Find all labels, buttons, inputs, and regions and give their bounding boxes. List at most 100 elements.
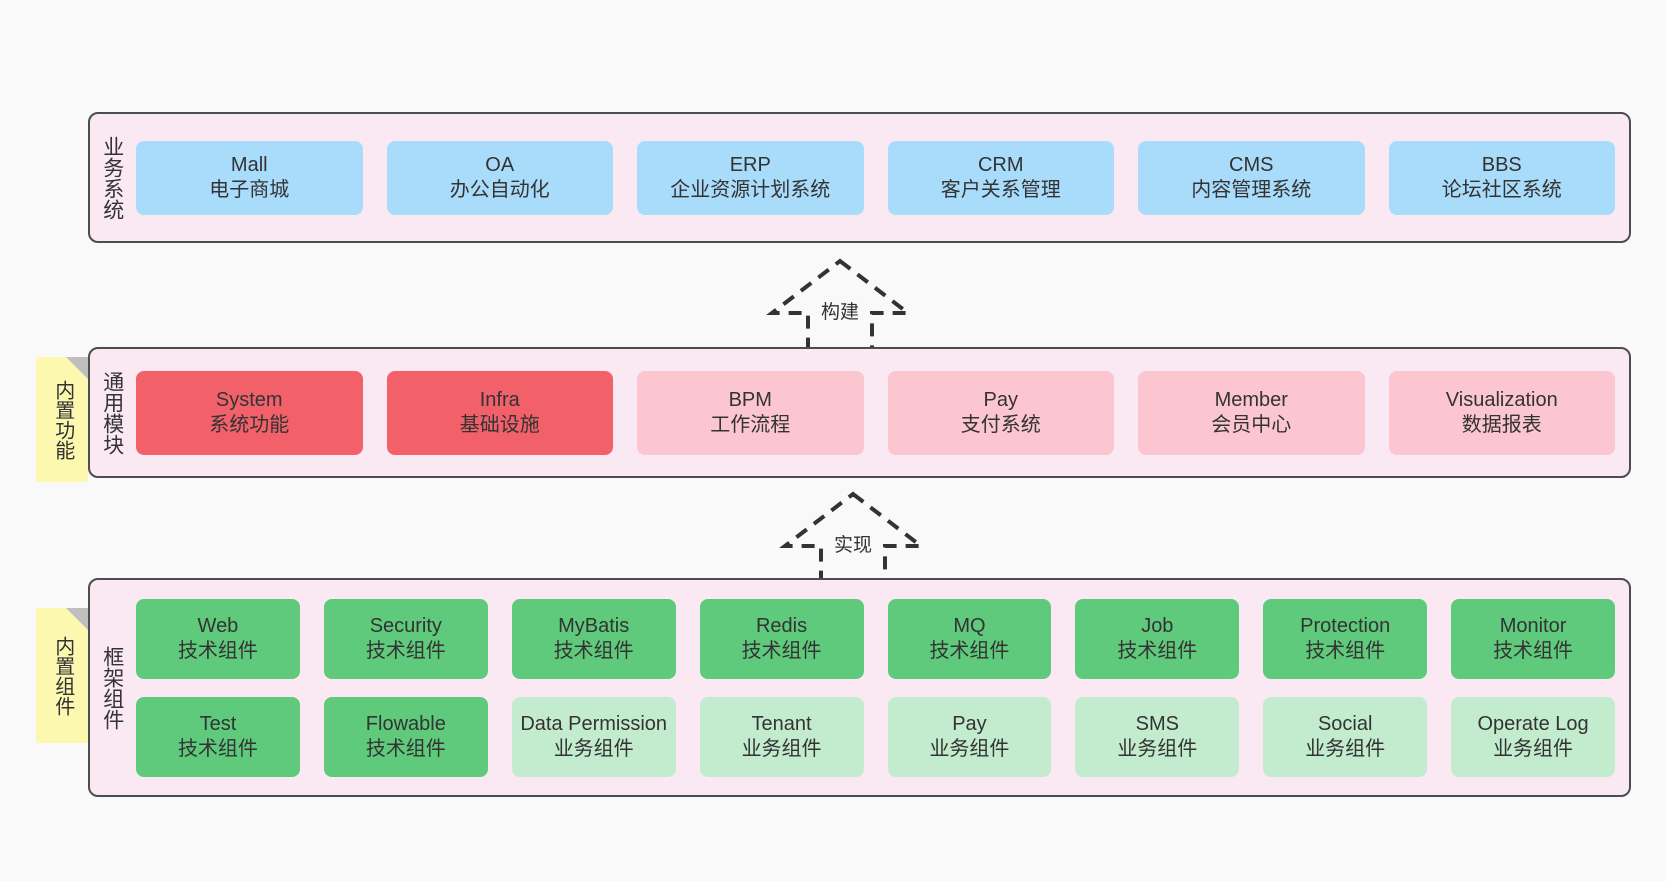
page-fold-icon xyxy=(66,608,88,630)
node-pay[interactable]: Pay 支付系统 xyxy=(887,370,1114,455)
node-infra[interactable]: Infra 基础设施 xyxy=(386,370,613,455)
node-title-en: OA xyxy=(485,154,515,177)
layer-common-cells: System 系统功能 Infra 基础设施 BPM 工作流程 Pay 支付系统… xyxy=(134,349,1629,476)
cell-row: Web 技术组件 Security 技术组件 MyBatis 技术组件 Redi… xyxy=(136,598,1615,679)
note-builtin-component-label: 内置组件 xyxy=(51,635,74,716)
cell-row: Test 技术组件 Flowable 技术组件 Data Permission … xyxy=(136,696,1615,777)
node-title-cn: 技术组件 xyxy=(1117,639,1198,662)
layer-framework-components: 框架组件 Web 技术组件 Security 技术组件 MyBatis 技术组件… xyxy=(88,578,1631,797)
node-title-cn: 支付系统 xyxy=(960,413,1041,436)
node-title-cn: 业务组件 xyxy=(1305,737,1386,760)
node-title-en: CRM xyxy=(977,154,1024,177)
arrow-build-label: 构建 xyxy=(817,297,863,324)
layer-business-systems: 业务系统 Mall 电子商城 OA 办公自动化 ERP 企业资源计划系统 CRM xyxy=(88,112,1631,243)
node-title-cn: 业务组件 xyxy=(929,737,1010,760)
node-web[interactable]: Web 技术组件 xyxy=(136,598,300,679)
node-title-en: Visualization xyxy=(1445,389,1558,412)
arrow-realize: 实现 xyxy=(773,488,933,583)
node-title-en: Security xyxy=(369,615,442,638)
node-title-en: Web xyxy=(197,615,239,638)
node-social[interactable]: Social 业务组件 xyxy=(1263,696,1428,777)
node-title-en: SMS xyxy=(1135,713,1179,736)
node-title-cn: 技术组件 xyxy=(177,639,258,662)
node-test[interactable]: Test 技术组件 xyxy=(136,696,300,777)
node-visualization[interactable]: Visualization 数据报表 xyxy=(1388,370,1615,455)
node-title-cn: 电子商城 xyxy=(209,178,290,201)
node-title-cn: 技术组件 xyxy=(365,639,446,662)
node-title-cn: 工作流程 xyxy=(710,413,791,436)
arrow-realize-label: 实现 xyxy=(830,530,876,557)
node-job[interactable]: Job 技术组件 xyxy=(1075,598,1240,679)
node-pay-component[interactable]: Pay 业务组件 xyxy=(887,696,1052,777)
note-builtin-function: 内置功能 xyxy=(36,357,88,482)
layer-title-framework-components: 框架组件 xyxy=(100,645,124,730)
node-mq[interactable]: MQ 技术组件 xyxy=(887,598,1052,679)
node-title-en: Protection xyxy=(1300,615,1391,638)
node-title-cn: 技术组件 xyxy=(929,639,1010,662)
node-title-en: Data Permission xyxy=(520,713,668,736)
node-title-cn: 技术组件 xyxy=(177,737,258,760)
node-title-cn: 内容管理系统 xyxy=(1191,178,1312,201)
node-security[interactable]: Security 技术组件 xyxy=(323,598,488,679)
node-flowable[interactable]: Flowable 技术组件 xyxy=(323,696,488,777)
node-title-cn: 技术组件 xyxy=(1305,639,1386,662)
node-title-en: ERP xyxy=(729,154,771,177)
node-title-en: Redis xyxy=(755,615,808,638)
node-redis[interactable]: Redis 技术组件 xyxy=(699,598,864,679)
node-title-en: Mall xyxy=(230,154,268,177)
node-title-en: System xyxy=(215,389,283,412)
layer-title-common-modules: 通用模块 xyxy=(100,370,124,455)
layer-common-modules: 通用模块 System 系统功能 Infra 基础设施 BPM 工作流程 Pay xyxy=(88,347,1631,478)
node-title-cn: 业务组件 xyxy=(1493,737,1574,760)
node-title-cn: 系统功能 xyxy=(209,413,290,436)
node-title-cn: 技术组件 xyxy=(365,737,446,760)
node-data-permission[interactable]: Data Permission 业务组件 xyxy=(511,696,676,777)
node-mall[interactable]: Mall 电子商城 xyxy=(136,140,363,215)
node-title-cn: 技术组件 xyxy=(553,639,634,662)
node-title-en: CMS xyxy=(1229,154,1274,177)
node-title-cn: 办公自动化 xyxy=(449,178,550,201)
node-operate-log[interactable]: Operate Log 业务组件 xyxy=(1451,696,1615,777)
node-protection[interactable]: Protection 技术组件 xyxy=(1263,598,1428,679)
node-tenant[interactable]: Tenant 业务组件 xyxy=(699,696,864,777)
node-bpm[interactable]: BPM 工作流程 xyxy=(637,370,864,455)
node-title-cn: 技术组件 xyxy=(741,639,822,662)
node-title-cn: 业务组件 xyxy=(741,737,822,760)
layer-title-business-systems: 业务系统 xyxy=(100,135,124,220)
node-title-en: Infra xyxy=(479,389,520,412)
node-mybatis[interactable]: MyBatis 技术组件 xyxy=(511,598,676,679)
node-title-en: Monitor xyxy=(1499,615,1567,638)
cell-row: System 系统功能 Infra 基础设施 BPM 工作流程 Pay 支付系统… xyxy=(136,370,1615,455)
node-cms[interactable]: CMS 内容管理系统 xyxy=(1138,140,1365,215)
arrow-realize-icon xyxy=(779,491,927,583)
node-title-cn: 客户关系管理 xyxy=(940,178,1061,201)
node-crm[interactable]: CRM 客户关系管理 xyxy=(887,140,1114,215)
arrow-build-icon xyxy=(766,258,914,350)
node-title-en: Operate Log xyxy=(1477,713,1589,736)
node-title-cn: 业务组件 xyxy=(1117,737,1198,760)
node-title-en: Test xyxy=(199,713,237,736)
node-title-cn: 业务组件 xyxy=(553,737,634,760)
node-title-cn: 论坛社区系统 xyxy=(1441,178,1562,201)
node-erp[interactable]: ERP 企业资源计划系统 xyxy=(637,140,864,215)
node-title-en: Flowable xyxy=(365,713,446,736)
node-title-cn: 数据报表 xyxy=(1461,413,1542,436)
node-title-en: BPM xyxy=(728,389,772,412)
node-title-cn: 会员中心 xyxy=(1211,413,1292,436)
node-title-en: MQ xyxy=(953,615,986,638)
node-bbs[interactable]: BBS 论坛社区系统 xyxy=(1388,140,1615,215)
node-sms[interactable]: SMS 业务组件 xyxy=(1075,696,1240,777)
node-title-cn: 基础设施 xyxy=(459,413,540,436)
layer-business-cells: Mall 电子商城 OA 办公自动化 ERP 企业资源计划系统 CRM 客户关系… xyxy=(134,114,1629,241)
node-title-en: Member xyxy=(1214,389,1288,412)
node-monitor[interactable]: Monitor 技术组件 xyxy=(1451,598,1615,679)
node-system[interactable]: System 系统功能 xyxy=(136,370,363,455)
node-member[interactable]: Member 会员中心 xyxy=(1138,370,1365,455)
node-title-en: Job xyxy=(1141,615,1174,638)
node-title-cn: 企业资源计划系统 xyxy=(670,178,831,201)
arrow-build: 构建 xyxy=(760,255,920,350)
node-title-cn: 技术组件 xyxy=(1493,639,1574,662)
node-title-en: Pay xyxy=(983,389,1018,412)
node-oa[interactable]: OA 办公自动化 xyxy=(386,140,613,215)
